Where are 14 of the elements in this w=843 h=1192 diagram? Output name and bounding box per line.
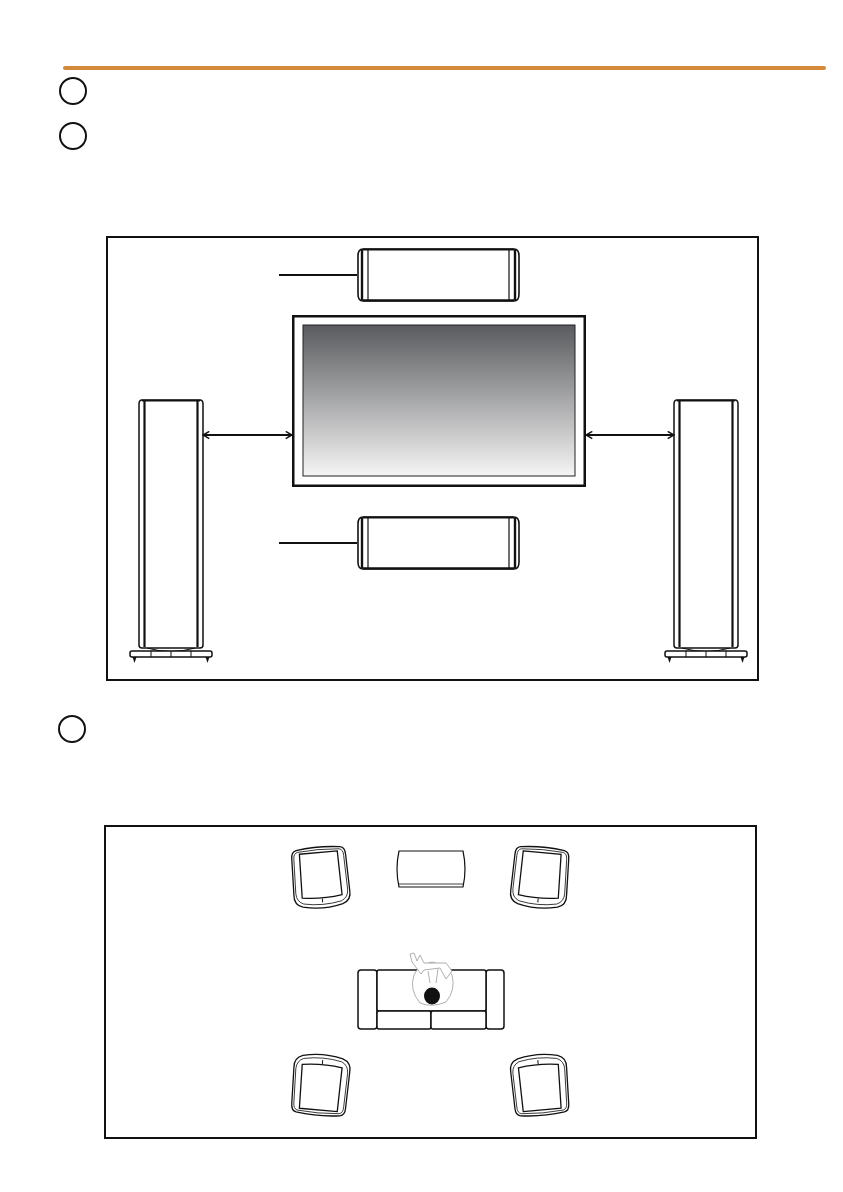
flat-screen-tv: [292, 315, 586, 487]
step-circle: [59, 77, 87, 105]
center-speaker: [357, 248, 520, 302]
step-circle: [58, 715, 86, 743]
leader-line: [278, 274, 358, 276]
leader-line: [278, 542, 358, 544]
diagram-frame: [104, 825, 757, 1139]
double-arrow: [585, 430, 675, 440]
step-circle: [59, 122, 87, 150]
double-arrow: [202, 430, 293, 440]
tower-speaker: [129, 399, 213, 663]
diagram-frame: [106, 236, 759, 681]
center-speaker: [357, 516, 520, 570]
tower-speaker: [664, 399, 748, 663]
